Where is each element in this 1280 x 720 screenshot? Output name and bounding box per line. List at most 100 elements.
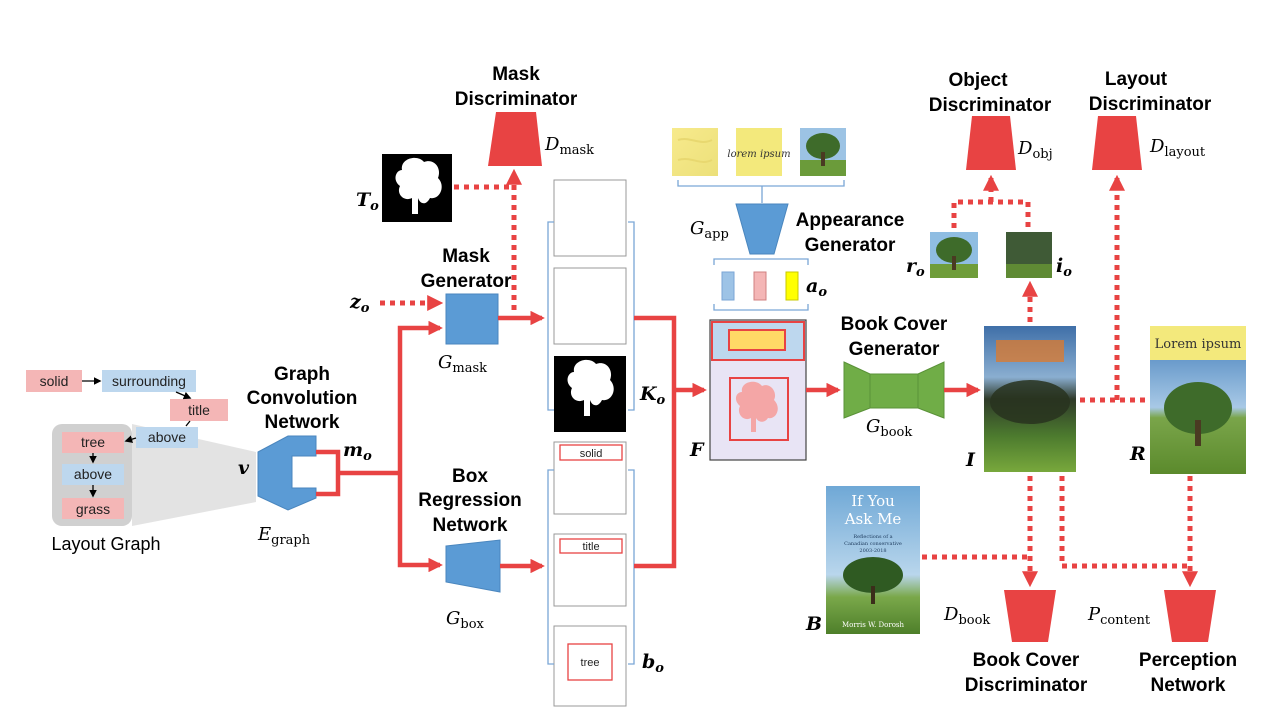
real-book-tree-canopy (843, 557, 903, 593)
perception-network-label-line-2: Network (1151, 675, 1226, 696)
book-cover-generator: Book Cover Generator Gbook (841, 314, 981, 440)
mask-discriminator: Mask Discriminator Dmask To (356, 64, 594, 310)
box-regression-label-line-3: Network (433, 515, 508, 536)
object-discriminator-label-line-1: Object (948, 70, 1008, 91)
real-book-author: Morris W. Dorosh (842, 621, 905, 629)
encoder-output-connections (316, 320, 443, 573)
book-generator-bottleneck (869, 373, 919, 409)
real-book-symbol: B (805, 613, 822, 635)
feature-map-tree-mask (735, 381, 778, 432)
generated-image-symbol: I (965, 449, 976, 471)
generated-image-blurred-title (996, 340, 1064, 362)
generated-image: I (965, 326, 1076, 472)
appearance-codes-bracket-bottom (713, 304, 809, 311)
node-title-label: title (188, 402, 210, 418)
layout-discriminator-shape (1092, 116, 1142, 170)
perception-network: Pcontent Perception Network (1059, 476, 1237, 696)
node-above-2-label: above (74, 466, 112, 482)
mask-stack-bracket-left (547, 221, 554, 411)
object-discriminator-symbol: Dobj (1017, 138, 1053, 162)
appearance-sample-3-grass (800, 160, 846, 176)
appearance-code-1 (721, 271, 735, 301)
book-discriminator-label-line-1: Book Cover (973, 650, 1080, 671)
object-discriminator: Object Discriminator Dobj ro io (906, 70, 1072, 322)
appearance-samples-bracket (677, 180, 845, 187)
node-tree (62, 432, 124, 453)
generated-to-perception-dash (1059, 476, 1190, 569)
book-generator-encoder (843, 361, 871, 419)
node-solid (26, 370, 82, 392)
real-book-tree-trunk (871, 586, 875, 604)
box-stack: solid title tree bo (547, 441, 664, 707)
real-object-symbol: ro (906, 255, 925, 280)
box-solid-rect (559, 444, 623, 461)
feature-map-symbol: F (689, 439, 705, 461)
layout-graph-caption: Layout Graph (51, 534, 160, 554)
node-above-1-label: above (148, 429, 186, 445)
mask-stack-bracket-right (628, 221, 635, 411)
node-above-1 (136, 427, 198, 448)
box-regression-network: Box Regression Network Gbox (418, 466, 545, 632)
mask-card-3-silhouette (567, 359, 614, 416)
appearance-generator-label-line-2: Generator (805, 235, 896, 256)
layout-discriminator-label-line-1: Layout (1105, 69, 1168, 90)
object-crops-connector (951, 199, 1031, 228)
book-cover-discriminator: Dbook Book Cover Discriminator (922, 476, 1088, 696)
mask-generator-label-line-1: Mask (442, 246, 490, 267)
real-book-title-line-2: Ask Me (844, 510, 902, 528)
appearance-sample-3-tree (806, 133, 840, 159)
mask-stack-symbol: Ko (639, 383, 666, 408)
real-image-symbol: R (1129, 443, 1146, 465)
mask-discriminator-symbol: Dmask (544, 134, 594, 158)
edge-title-above (185, 420, 191, 427)
arrow-to-mask-generator (397, 320, 443, 473)
real-book-subtitle-line-2: Canadian conservative (844, 541, 902, 547)
fake-object-symbol: io (1056, 255, 1072, 280)
book-discriminator-label-line-2: Discriminator (965, 675, 1088, 696)
appearance-sample-2 (736, 128, 782, 176)
graph-conv-label-line-1: Graph (274, 364, 330, 385)
box-regression-label-line-2: Regression (418, 490, 521, 511)
box-title-label: title (582, 541, 599, 553)
appearance-sample-1-texture (677, 138, 713, 163)
appearance-generator-shape (735, 203, 789, 255)
generated-image-blurred-tree (990, 380, 1070, 424)
real-book-subtitle-line-1: Reflections of a (853, 534, 892, 540)
mask-generator-label-line-2: Generator (421, 271, 512, 292)
graph-focus-wedge (132, 424, 256, 526)
appearance-generator-label-line-1: Appearance (796, 210, 905, 231)
mask-stack: Ko (547, 179, 666, 432)
box-solid-label: solid (580, 448, 603, 460)
node-solid-label: solid (40, 373, 69, 389)
node-surrounding (102, 370, 196, 392)
encoder-loop-connector (316, 449, 341, 497)
perception-network-symbol: Pcontent (1087, 604, 1151, 628)
box-stack-symbol: bo (642, 651, 664, 676)
fake-object-crop-grass (1006, 264, 1052, 278)
object-discriminator-label-line-2: Discriminator (929, 95, 1052, 116)
mask-generator-block (445, 293, 499, 345)
graph-encoder-shape (257, 435, 317, 511)
mask-discriminator-shape (488, 112, 542, 166)
appearance-sample-3-trunk (821, 152, 825, 166)
mask-discriminator-label-line-2: Discriminator (455, 89, 578, 110)
perception-network-label-line-1: Perception (1139, 650, 1237, 671)
layout-discriminator-label-line-2: Discriminator (1089, 94, 1212, 115)
layout-graph: solid surrounding title above tree above… (26, 370, 256, 554)
box-regression-shape (445, 539, 501, 593)
target-mask-silhouette (395, 157, 442, 214)
layout-discriminator: Layout Discriminator Dlayout (1080, 69, 1212, 403)
book-generator-label-line-1: Book Cover (841, 314, 948, 335)
arrow-to-box-regression (397, 473, 443, 573)
mask-generator-symbol: Gmask (438, 352, 487, 376)
feature-map-tree-box (729, 377, 789, 441)
edge-surrounding-title (175, 391, 192, 400)
box-stack-bracket-right (628, 469, 635, 665)
box-tree-rect (567, 643, 613, 681)
noise-symbol: zo (349, 291, 370, 316)
real-book-subtitle-line-3: 2003-2018 (859, 548, 886, 554)
appearance-sample-2-text: lorem ipsum (727, 149, 790, 160)
appearance-code-3 (785, 271, 799, 301)
graph-input-symbol: v (238, 457, 250, 479)
object-discriminator-shape (966, 116, 1016, 170)
